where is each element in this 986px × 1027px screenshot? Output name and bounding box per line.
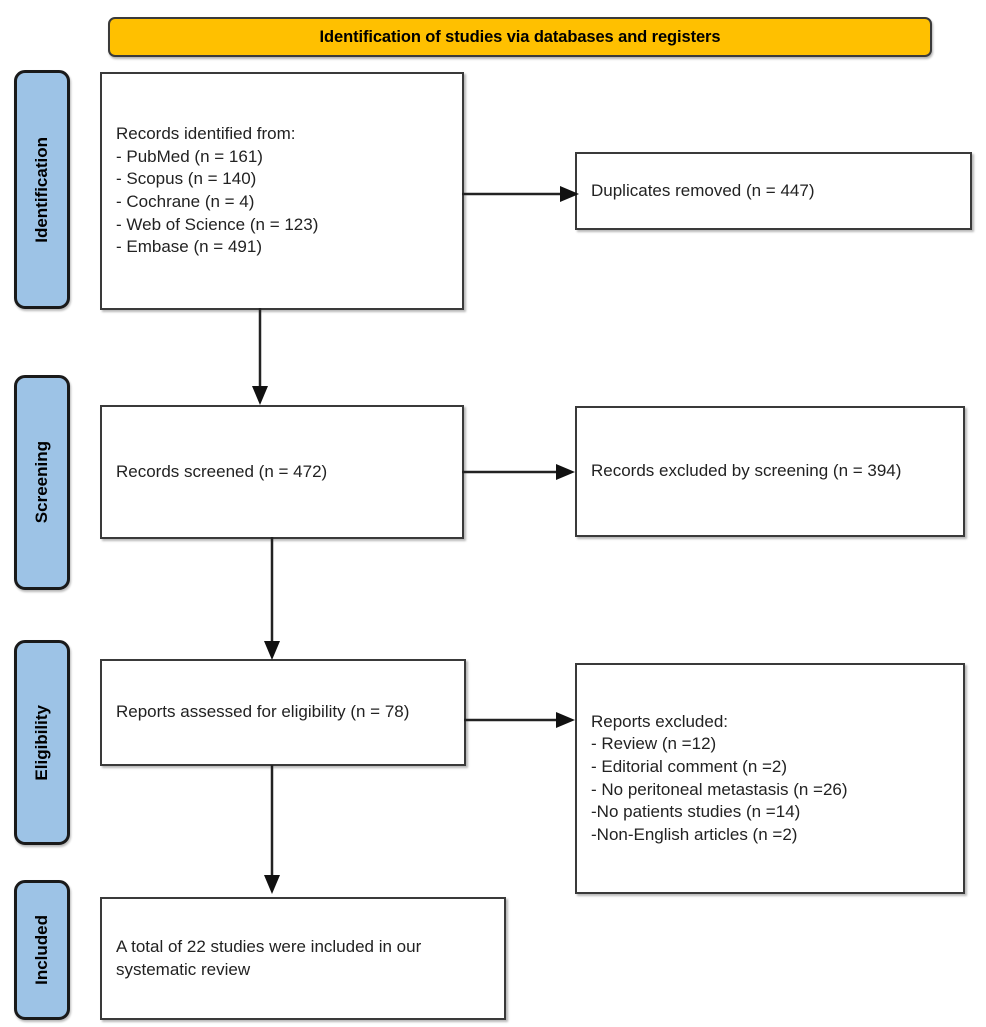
arrow-eligibility-to-reports-excluded: [462, 704, 582, 736]
box-reports-assessed-eligibility-text: Reports assessed for eligibility (n = 78…: [116, 702, 410, 722]
stage-pill-included: Included: [14, 880, 70, 1020]
box-records-identified-text: Records identified from: - PubMed (n = 1…: [116, 124, 319, 257]
stage-pill-eligibility: Eligibility: [14, 640, 70, 845]
stage-pill-screening: Screening: [14, 375, 70, 590]
box-reports-excluded: Reports excluded: - Review (n =12) - Edi…: [575, 663, 965, 894]
box-included-total: A total of 22 studies were included in o…: [100, 897, 506, 1020]
arrow-screened-to-eligibility: [256, 535, 288, 665]
box-records-identified: Records identified from: - PubMed (n = 1…: [100, 72, 464, 310]
box-included-total-text: A total of 22 studies were included in o…: [116, 937, 422, 979]
arrow-eligibility-to-included: [256, 763, 288, 899]
stage-label-identification: Identification: [32, 136, 51, 243]
box-records-excluded-screening: Records excluded by screening (n = 394): [575, 406, 965, 537]
stage-label-eligibility: Eligibility: [32, 704, 51, 781]
box-records-screened: Records screened (n = 472): [100, 405, 464, 539]
box-reports-excluded-text: Reports excluded: - Review (n =12) - Edi…: [591, 711, 848, 844]
box-records-excluded-screening-text: Records excluded by screening (n = 394): [591, 461, 902, 481]
arrow-identified-to-screened: [244, 306, 276, 410]
arrow-screened-to-excluded: [460, 456, 582, 488]
stage-label-included: Included: [32, 915, 51, 985]
diagram-header-banner: Identification of studies via databases …: [108, 17, 932, 57]
stage-pill-identification: Identification: [14, 70, 70, 309]
stage-label-screening: Screening: [32, 441, 51, 524]
box-duplicates-removed: Duplicates removed (n = 447): [575, 152, 972, 230]
box-records-screened-text: Records screened (n = 472): [116, 461, 328, 481]
box-duplicates-removed-text: Duplicates removed (n = 447): [591, 180, 815, 200]
arrow-identified-to-duplicates: [460, 178, 582, 210]
diagram-title: Identification of studies via databases …: [319, 27, 721, 46]
box-reports-assessed-eligibility: Reports assessed for eligibility (n = 78…: [100, 659, 466, 766]
